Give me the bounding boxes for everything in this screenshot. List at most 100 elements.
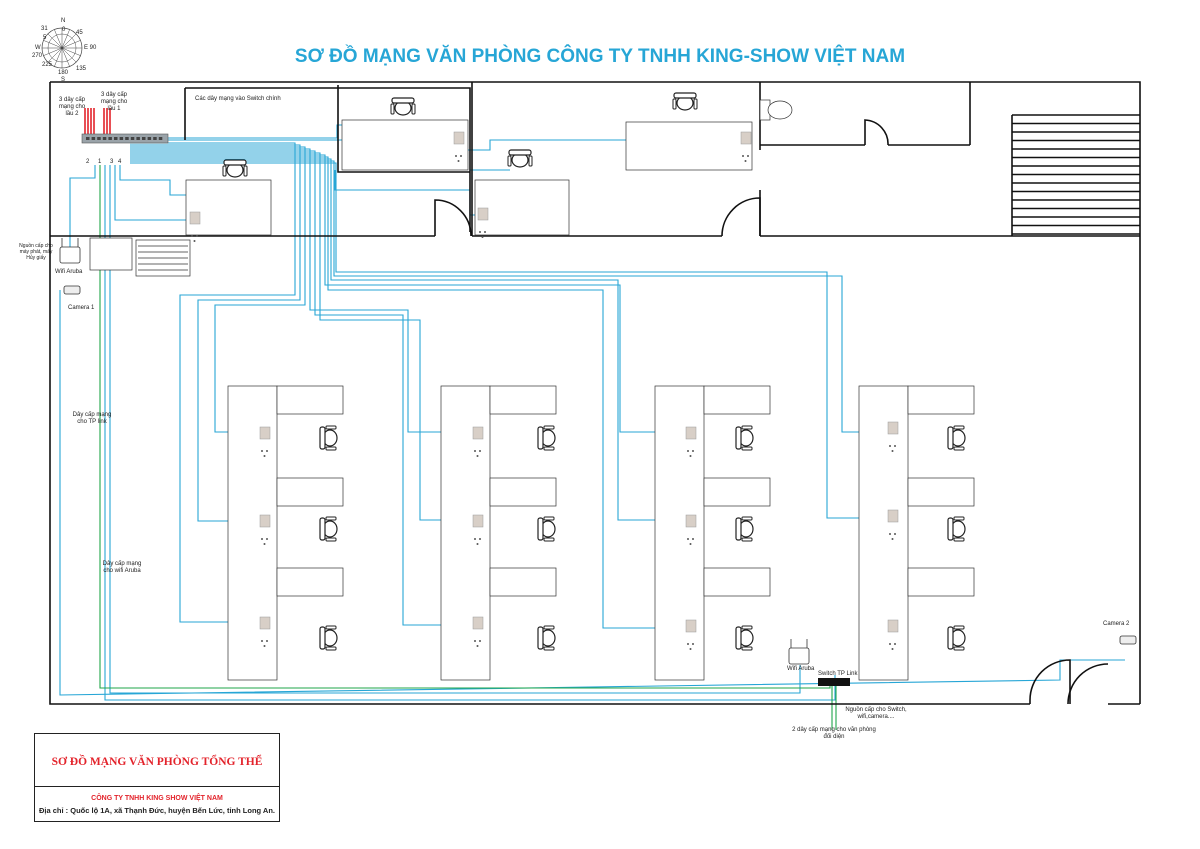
- network-cable: [130, 144, 301, 522]
- chair-arm: [741, 625, 753, 630]
- chair: [537, 425, 556, 451]
- compass-spoke: [61, 47, 77, 63]
- switch-port: [97, 137, 101, 140]
- chair: [735, 625, 754, 651]
- network-cable: [130, 162, 893, 519]
- desk: [276, 385, 344, 415]
- power-outlet-dot: [460, 155, 462, 157]
- chair-arm: [325, 537, 337, 542]
- switch-port: [158, 137, 163, 140]
- power-outlet-dot: [889, 643, 891, 645]
- power-outlet-dot: [455, 155, 457, 157]
- power-outlet-dot: [894, 643, 896, 645]
- port-label: 3: [110, 159, 114, 165]
- chair-arm: [953, 625, 965, 630]
- title-block-heading: SƠ ĐỒ MẠNG VĂN PHÒNG TỔNG THỂ: [51, 756, 263, 768]
- power-outlet-dot: [261, 640, 263, 642]
- power-outlet-dot: [193, 240, 196, 242]
- camera2-label: Camera 2: [1103, 621, 1130, 627]
- power-outlet-dot: [744, 160, 747, 162]
- power-switch-label: Nguồn cấp cho Switch, wifi,camera....: [845, 707, 907, 720]
- switch-port: [91, 137, 96, 140]
- switch-tplink: [818, 678, 850, 686]
- chair-arm: [528, 155, 533, 167]
- power-outlet-dot: [474, 640, 476, 642]
- compass-spoke: [61, 40, 81, 49]
- chair-arm: [953, 537, 965, 542]
- wifi-aruba-right: [788, 647, 810, 665]
- aruba-cable-label: Dây cấp mạng cho wifi Aruba: [102, 561, 142, 574]
- network-outlet: [685, 514, 697, 528]
- network-cable: [130, 150, 475, 626]
- network-cable: [130, 154, 690, 433]
- desk: [703, 385, 771, 415]
- network-outlet: [259, 616, 271, 630]
- wall: [337, 85, 470, 173]
- power-outlet-dot: [476, 645, 479, 647]
- power-outlet-dot: [894, 445, 896, 447]
- power-outlet-dot: [476, 455, 479, 457]
- power-outlet-dot: [742, 155, 744, 157]
- desk: [276, 477, 344, 507]
- chair-arm: [543, 537, 555, 542]
- chair-arm: [741, 646, 753, 651]
- chair-arm: [411, 103, 416, 115]
- network-outlet: [453, 131, 465, 145]
- chair-arm: [325, 625, 337, 630]
- power-outlet-dot: [689, 543, 692, 545]
- power-outlet-dot: [476, 543, 479, 545]
- desk-block: [654, 385, 705, 681]
- chair-arm: [507, 155, 512, 167]
- power-outlet-dot: [479, 538, 481, 540]
- network-cable: [114, 165, 196, 221]
- network-outlet: [259, 426, 271, 440]
- door: [434, 199, 472, 237]
- network-outlet: [259, 514, 271, 528]
- power-outlet-dot: [261, 538, 263, 540]
- main-switch: [81, 133, 169, 144]
- switch-port: [125, 137, 129, 140]
- compass-spoke: [61, 47, 81, 56]
- power-outlet-dot: [891, 450, 894, 452]
- chair: [507, 149, 533, 168]
- power-outlet-dot: [191, 235, 193, 237]
- desk: [185, 179, 272, 236]
- wifi-aruba-right-label: Wifi Aruba: [787, 666, 815, 672]
- chair-back: [735, 517, 742, 541]
- power-outlet-dot: [266, 450, 268, 452]
- wifi-aruba-left: [59, 246, 81, 264]
- chair: [222, 159, 248, 178]
- title-block: SƠ ĐỒ MẠNG VĂN PHÒNG TỔNG THỂ CÔNG TY TN…: [34, 733, 280, 822]
- toilet-bowl: [767, 100, 793, 120]
- compass-label: N: [61, 18, 66, 24]
- chair-arm: [390, 103, 395, 115]
- chair-back: [537, 426, 544, 450]
- opposite-office-label: 2 dây cấp mạng cho văn phòng đối diện: [792, 727, 876, 740]
- camera1: [63, 285, 81, 295]
- walls: [49, 81, 1141, 705]
- network-outlet: [472, 426, 484, 440]
- switch-port: [119, 137, 124, 140]
- network-cable: [130, 148, 475, 433]
- desk: [276, 567, 344, 597]
- power-outlet-dot: [266, 640, 268, 642]
- network-outlet: [189, 211, 201, 225]
- compass-label: 31: [41, 26, 48, 32]
- desk: [703, 477, 771, 507]
- desk: [489, 567, 557, 597]
- wifi-aruba-left-label: Wifi Aruba: [55, 269, 83, 275]
- chair-back: [391, 97, 415, 104]
- compass-spoke: [47, 33, 63, 49]
- network-outlet: [887, 619, 899, 633]
- switch-port: [86, 137, 90, 140]
- network-outlet: [477, 207, 489, 221]
- compass-label: 180: [58, 70, 69, 76]
- port-label: 1: [98, 159, 102, 165]
- compass-spoke: [43, 47, 63, 56]
- network-cable: [104, 165, 836, 701]
- power-outlet-dot: [479, 640, 481, 642]
- chair-arm: [741, 516, 753, 521]
- chair-back: [947, 626, 954, 650]
- chair-arm: [672, 98, 677, 110]
